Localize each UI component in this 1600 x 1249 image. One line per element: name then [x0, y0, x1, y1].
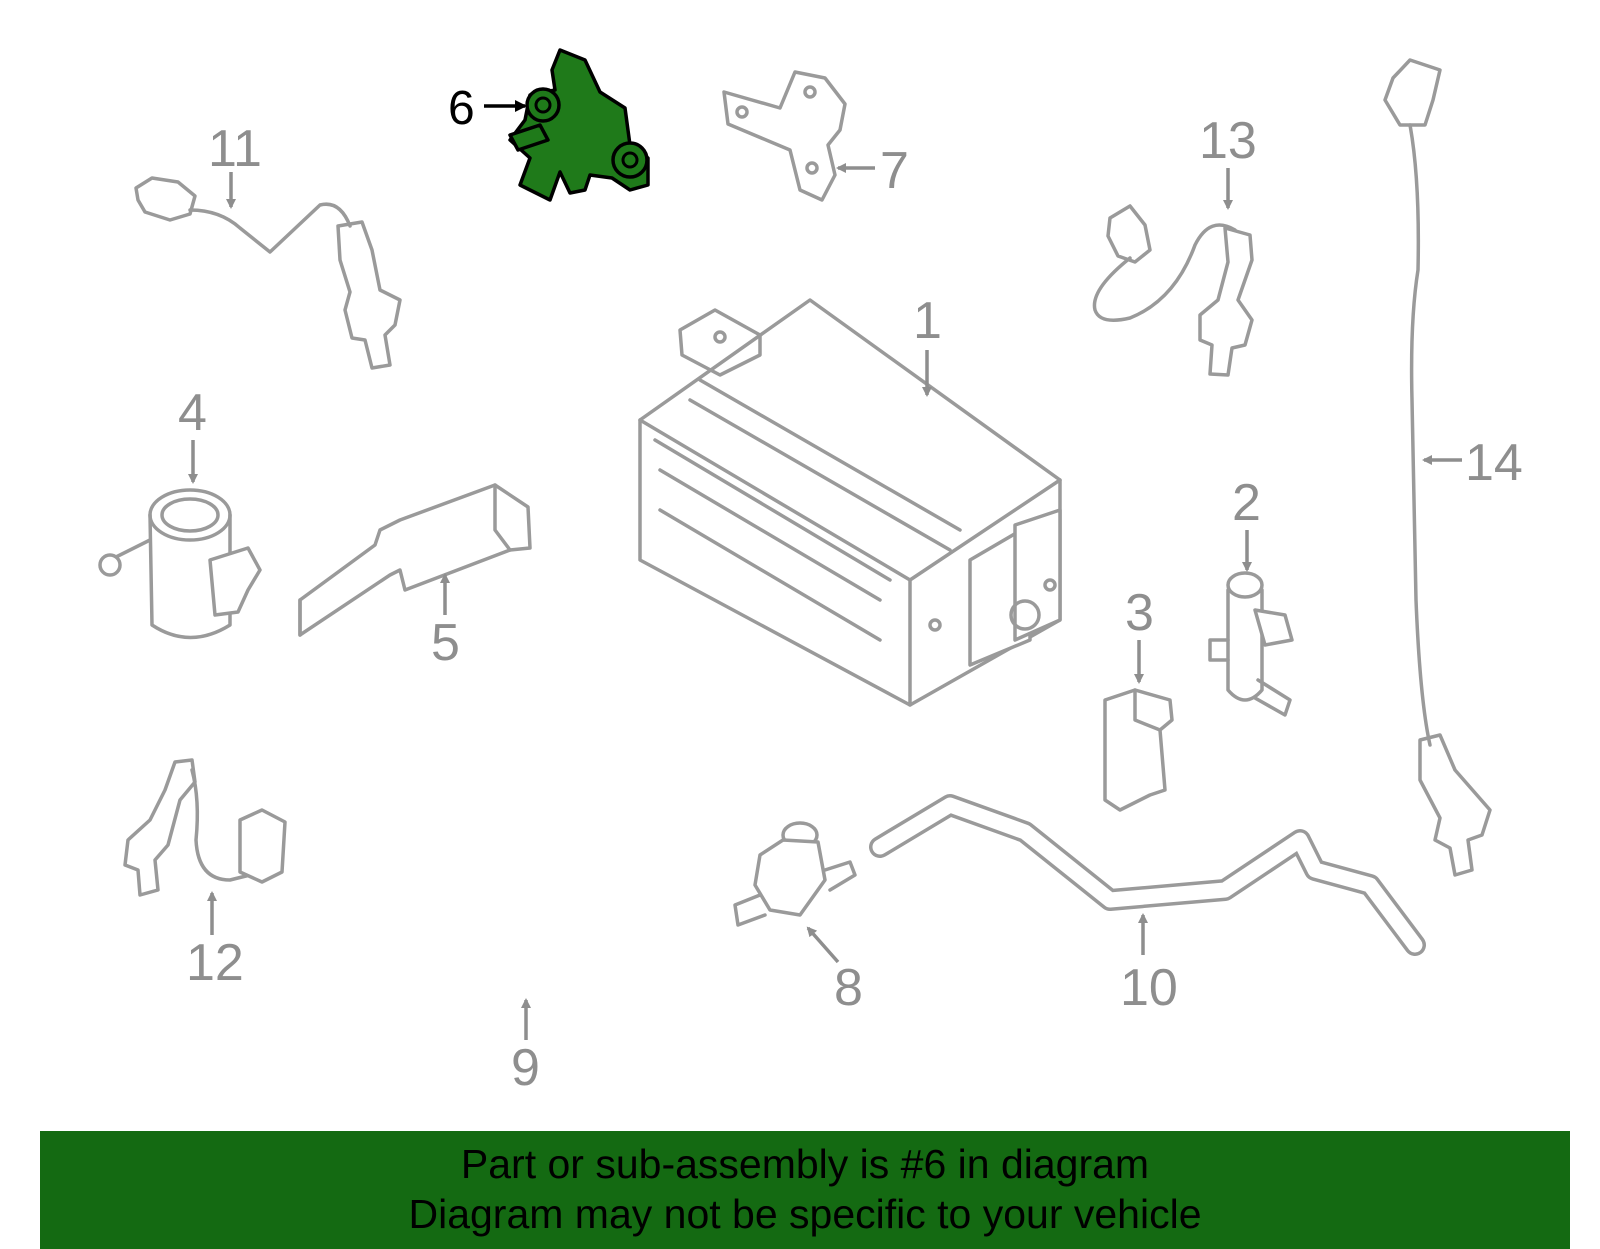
callout-4-label: 4 — [178, 384, 207, 442]
banner-line-2: Diagram may not be specific to your vehi… — [408, 1191, 1202, 1237]
callout-2-label: 2 — [1232, 474, 1261, 532]
callout-3-label: 3 — [1125, 584, 1154, 642]
callout-11-label: 11 — [208, 120, 262, 178]
part-7-bracket[interactable] — [722, 70, 847, 202]
callout-6-label: 6 — [448, 82, 475, 135]
callout-7-label: 7 — [880, 142, 909, 200]
part-5-bracket[interactable] — [298, 483, 532, 637]
callout-12-label: 12 — [186, 934, 244, 992]
callout-6: 6 — [448, 82, 527, 135]
part-8-valve[interactable] — [733, 821, 857, 927]
callout-5-label: 5 — [431, 614, 460, 672]
banner-line-1: Part or sub-assembly is #6 in diagram — [460, 1141, 1150, 1187]
part-1-charcoal-canister[interactable] — [638, 298, 1062, 707]
callout-14-label: 14 — [1465, 434, 1523, 492]
callout-9-label: 9 — [511, 1039, 540, 1097]
part-3-sensor[interactable] — [1103, 688, 1174, 812]
callout-4: 4 — [178, 384, 207, 484]
callout-3: 3 — [1125, 584, 1154, 684]
part-10-hose[interactable] — [869, 794, 1426, 956]
callout-9: 9 — [511, 998, 540, 1097]
part-14-oxygen-sensor[interactable] — [1383, 58, 1492, 877]
callout-5: 5 — [431, 573, 460, 672]
callout-8: 8 — [806, 926, 863, 1017]
callout-13: 13 — [1199, 112, 1257, 210]
callout-8-label: 8 — [834, 959, 863, 1017]
callout-13-label: 13 — [1199, 112, 1257, 170]
callout-10-label: 10 — [1120, 959, 1178, 1017]
callout-1: 1 — [913, 292, 942, 397]
part-2-valve[interactable] — [1208, 571, 1294, 717]
callout-14: 14 — [1422, 434, 1523, 492]
callout-7: 7 — [836, 142, 909, 200]
part-9-hose[interactable] — [340, 842, 698, 1003]
part-13-oxygen-sensor[interactable] — [1092, 204, 1254, 377]
callout-11: 11 — [208, 120, 262, 209]
callout-2: 2 — [1232, 474, 1261, 572]
part-12-oxygen-sensor[interactable] — [123, 758, 287, 897]
part-11-oxygen-sensor[interactable] — [134, 176, 402, 370]
part-4-filter[interactable] — [98, 488, 262, 640]
callout-10: 10 — [1120, 913, 1178, 1017]
callout-1-label: 1 — [913, 292, 942, 350]
callout-12: 12 — [186, 891, 244, 992]
part-6-purge-valve[interactable] — [508, 48, 650, 202]
info-banner: Part or sub-assembly is #6 in diagram Di… — [40, 1131, 1570, 1249]
